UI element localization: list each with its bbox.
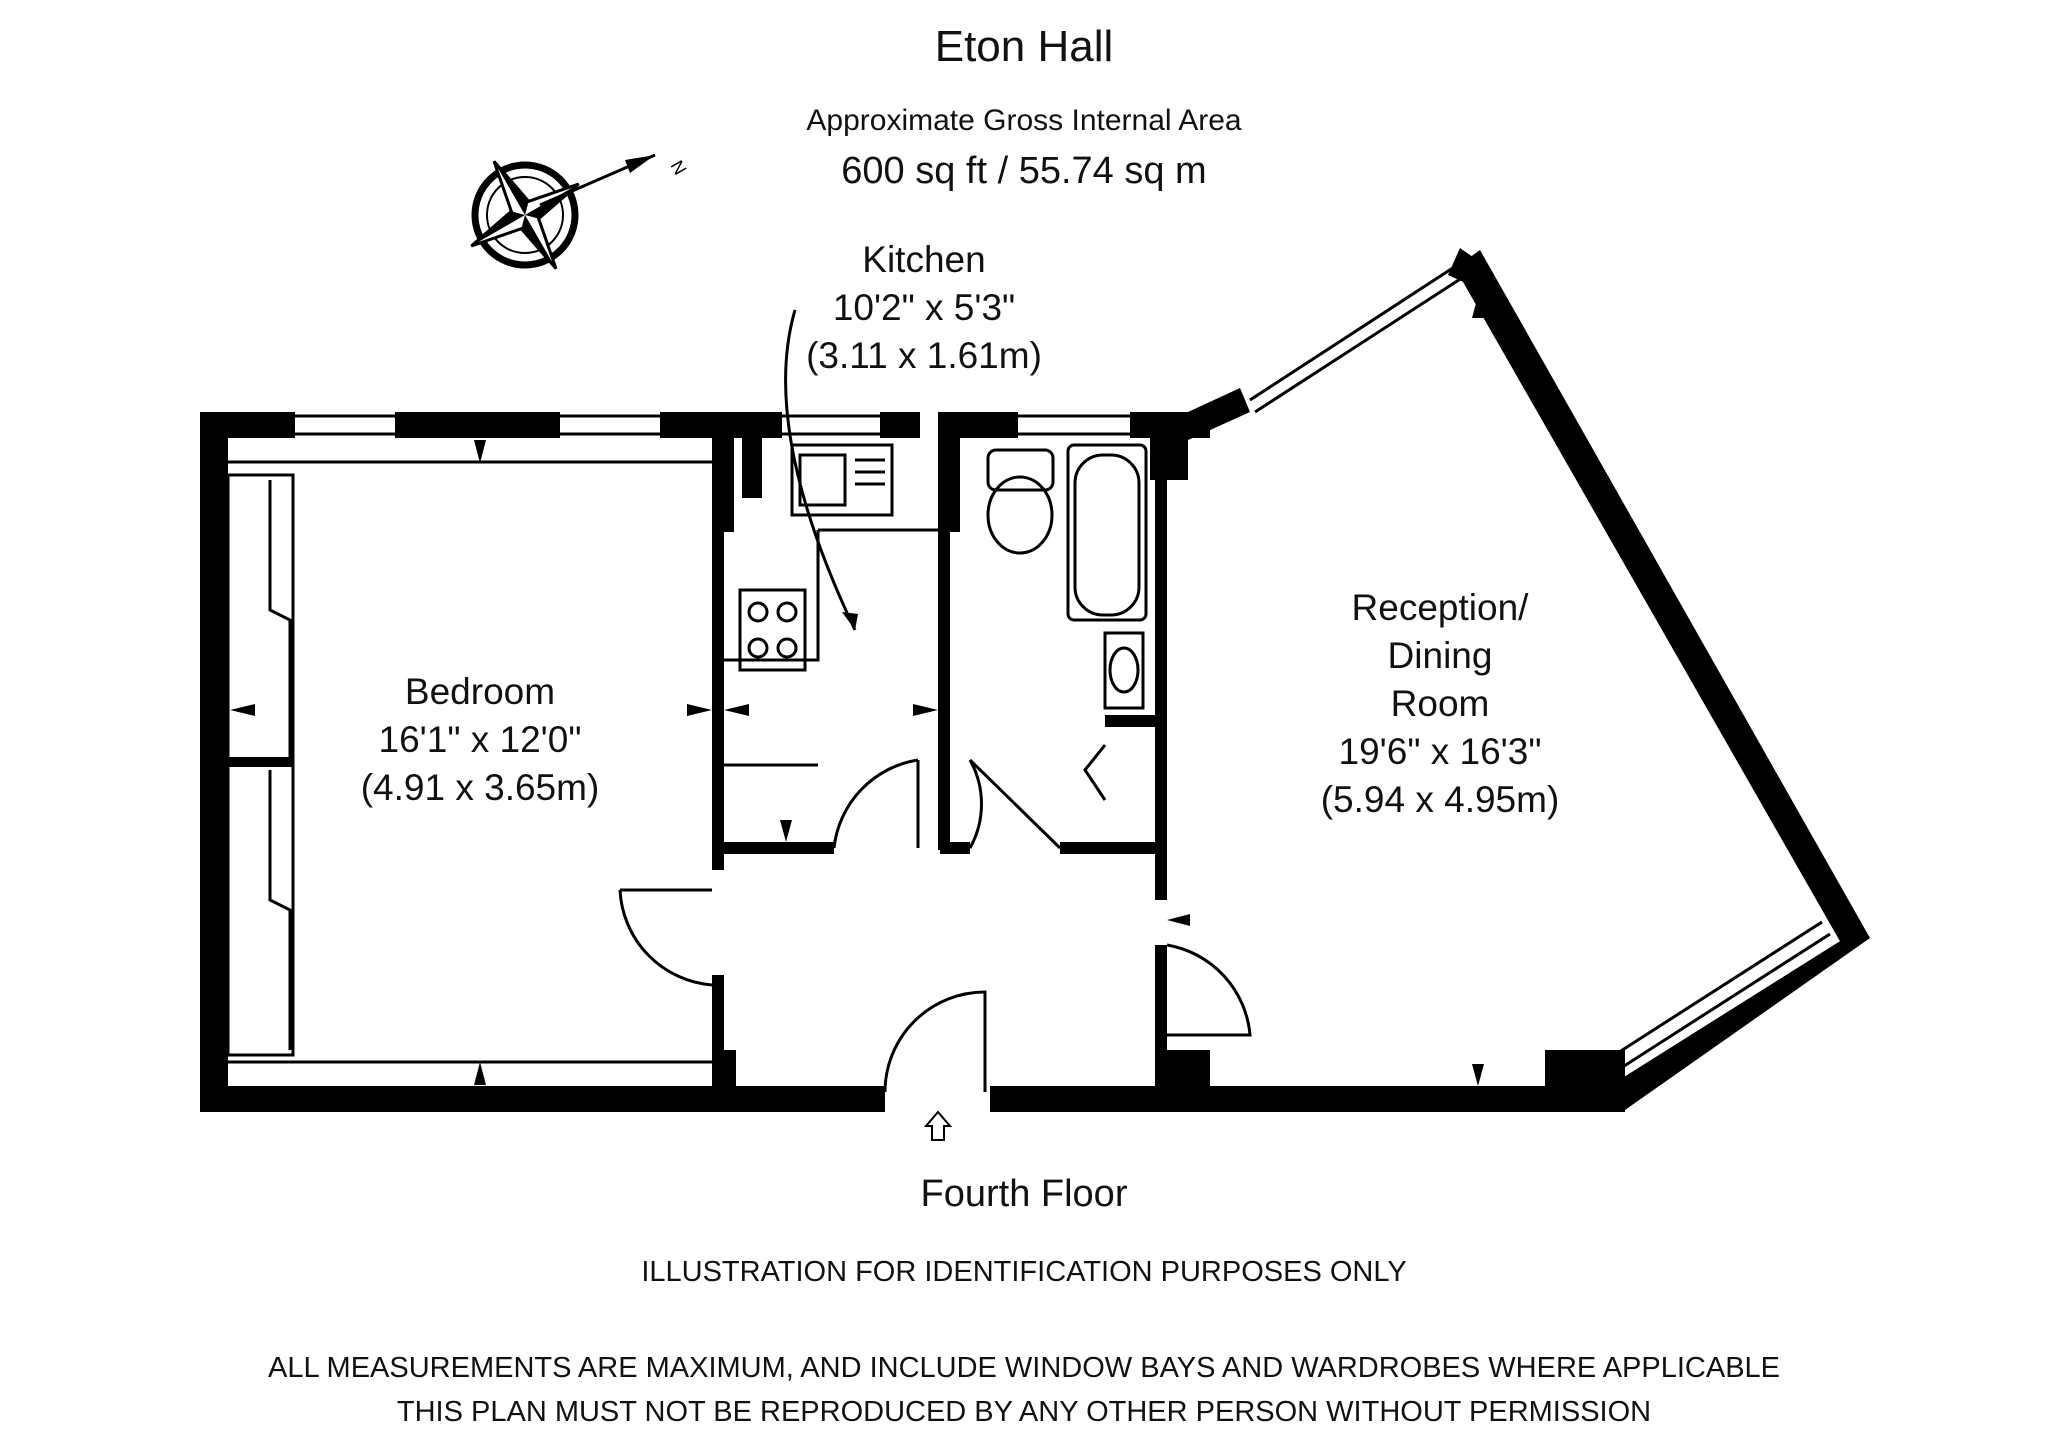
reception-name-line3: Room (1390, 683, 1490, 724)
floor-label: Fourth Floor (920, 1173, 1128, 1215)
walls (200, 412, 1625, 1112)
kitchen-name: Kitchen (862, 239, 986, 280)
gross-area: 600 sq ft / 55.74 sq m (841, 150, 1207, 192)
north-label: N (667, 157, 691, 178)
bedroom-name: Bedroom (404, 671, 556, 712)
measurement-disclaimer: ALL MEASUREMENTS ARE MAXIMUM, AND INCLUD… (267, 1352, 1781, 1384)
reception-size-imperial: 19'6" x 16'3" (1338, 731, 1542, 772)
bathroom-fittings (986, 443, 1148, 801)
bedroom-size-imperial: 16'1" x 12'0" (378, 719, 582, 760)
windows (228, 414, 1130, 1064)
kitchen-label: Kitchen 10'2" x 5'3" (3.11 x 1.61m) (806, 236, 1042, 380)
reception-size-metric: (5.94 x 4.95m) (1320, 779, 1560, 820)
identification-disclaimer: ILLUSTRATION FOR IDENTIFICATION PURPOSES… (641, 1256, 1407, 1288)
kitchen-size-metric: (3.11 x 1.61m) (806, 335, 1042, 376)
plan-title: Eton Hall (934, 22, 1114, 71)
measurement-arrows (230, 296, 1484, 1086)
kitchen-size-imperial: 10'2" x 5'3" (832, 287, 1016, 328)
doors (618, 758, 1252, 1093)
reception-walls (1188, 248, 1870, 1110)
reception-name-line2: Dining (1387, 635, 1493, 676)
reception-label: Reception/ Dining Room 19'6" x 16'3" (5.… (1321, 584, 1560, 824)
wardrobes (226, 473, 295, 1057)
reception-name-line1: Reception/ (1351, 587, 1529, 628)
kitchen-pointer-arrow (842, 612, 858, 630)
kitchen-fittings (724, 443, 938, 767)
bedroom-label: Bedroom 16'1" x 12'0" (4.91 x 3.65m) (361, 668, 600, 812)
entrance-arrow-icon (923, 1110, 953, 1141)
kitchen-pointer-line (784, 309, 857, 631)
bedroom-size-metric: (4.91 x 3.65m) (360, 767, 600, 808)
area-caption: Approximate Gross Internal Area (806, 104, 1242, 137)
reproduction-disclaimer: THIS PLAN MUST NOT BE REPRODUCED BY ANY … (396, 1396, 1652, 1428)
compass-rose-icon (470, 153, 656, 270)
